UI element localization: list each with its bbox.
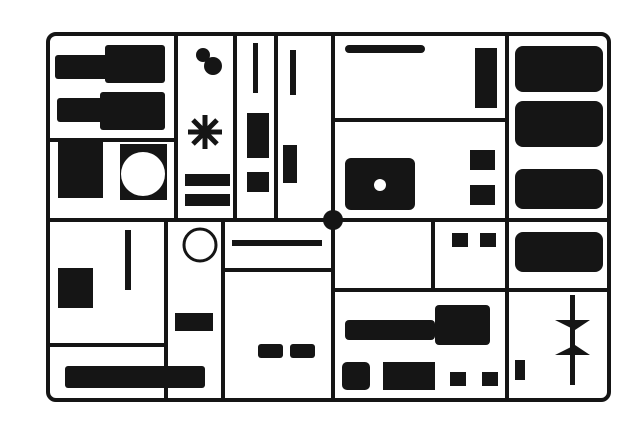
part-knob-2 — [480, 233, 496, 247]
part-cylinder-1 — [55, 55, 110, 79]
sprue-hub — [323, 210, 343, 230]
part-housing-2 — [100, 92, 165, 130]
part-knob-4 — [482, 372, 498, 386]
part-manifold-1 — [185, 174, 230, 186]
part-shroud-hole — [121, 152, 165, 196]
part-block — [247, 113, 269, 158]
part-bracket — [58, 268, 93, 308]
part-pulley — [196, 48, 210, 62]
part-filter — [283, 145, 297, 183]
part-knob-1 — [452, 233, 468, 247]
sprue-frame — [46, 32, 611, 402]
outer-runner — [46, 32, 611, 402]
part-box-2 — [470, 185, 495, 205]
part-rod-2 — [290, 50, 296, 95]
parts — [55, 43, 603, 390]
part-cap — [247, 172, 269, 192]
part-manifold-2 — [185, 194, 230, 206]
part-battery — [383, 362, 435, 390]
part-rod-1 — [253, 43, 258, 93]
part-strut — [125, 230, 131, 290]
part-tire-1 — [515, 46, 603, 92]
part-tire-2 — [515, 101, 603, 147]
part-pipe — [345, 45, 425, 53]
part-tire-4 — [515, 232, 603, 272]
part-knob-3 — [450, 372, 466, 386]
part-tire-3 — [515, 169, 603, 209]
part-housing-1 — [105, 45, 165, 83]
part-tank — [475, 48, 497, 108]
part-alternator — [204, 57, 222, 75]
part-pin — [515, 360, 525, 380]
part-box — [470, 150, 495, 170]
part-fan — [188, 115, 222, 149]
part-plate — [58, 142, 103, 198]
part-seat-base — [175, 313, 213, 331]
part-axle-rod — [232, 240, 322, 246]
part-spindle — [570, 295, 575, 385]
part-hub-2 — [290, 344, 315, 358]
part-tank-2 — [342, 362, 370, 390]
part-hub-1 — [258, 344, 283, 358]
part-cylinder-2 — [57, 98, 107, 122]
part-steering-wheel — [182, 227, 218, 263]
part-bumper — [65, 366, 205, 388]
part-driveshaft — [345, 320, 435, 340]
part-gearbox — [435, 305, 490, 345]
